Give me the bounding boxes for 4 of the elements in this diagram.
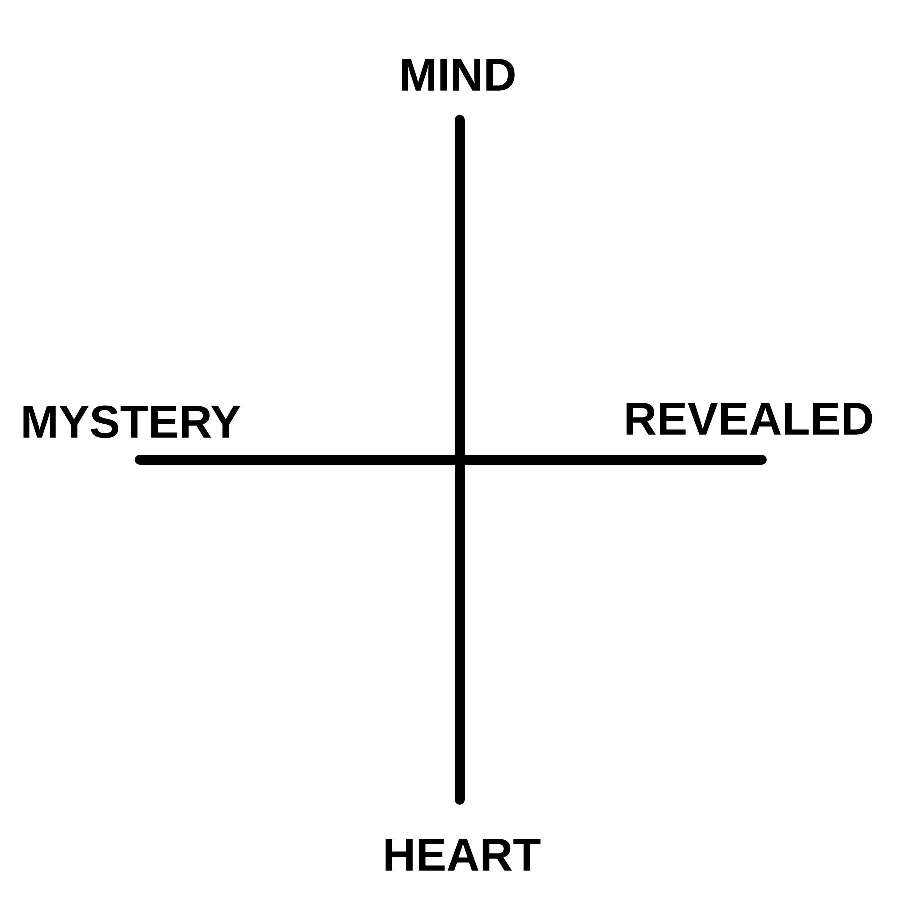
axis-label: MIND [402,59,515,91]
axis-label: MYSTERY [24,406,241,438]
axis-label: REVEALED [626,403,872,435]
axis-label: HEART [386,839,541,871]
